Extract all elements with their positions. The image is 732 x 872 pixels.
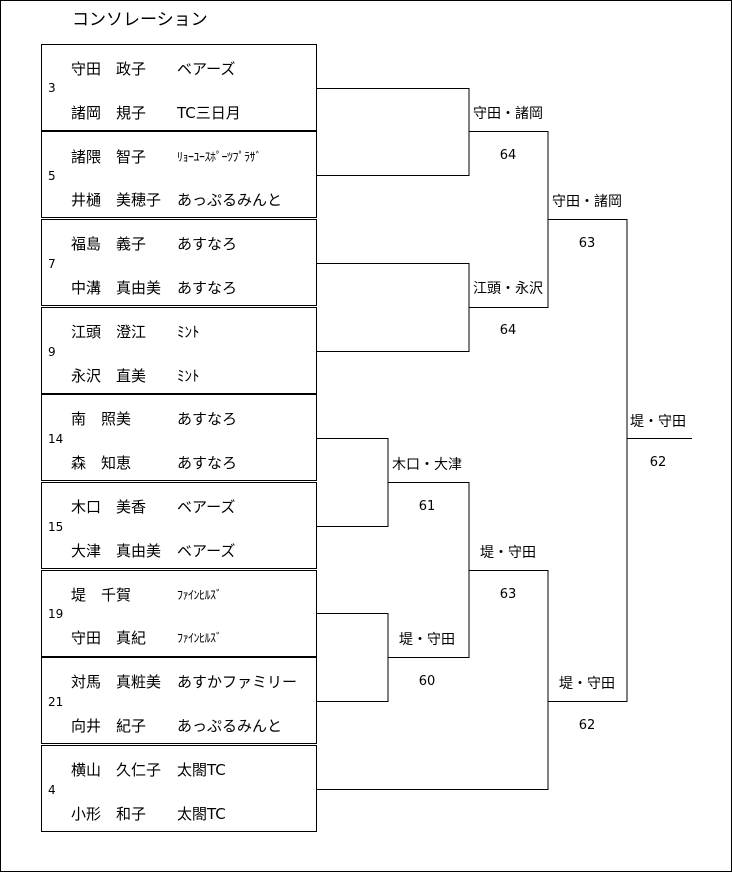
match-winner: 守田・諸岡 — [473, 106, 543, 122]
seed-number: 21 — [48, 695, 64, 709]
player-name: 福島 義子 — [71, 235, 147, 253]
player-name: 南 照美 — [71, 410, 132, 428]
seed-number: 5 — [48, 169, 56, 183]
match-score: 63 — [499, 587, 517, 602]
player-club: ﾐﾝﾄ — [177, 323, 200, 341]
player-club: あっぷるみんと — [177, 191, 283, 209]
player-name: 井樋 美穂子 — [71, 191, 162, 209]
player-club: ベアーズ — [177, 542, 236, 560]
player-name: 向井 紀子 — [71, 717, 147, 735]
seed-number: 15 — [48, 520, 64, 534]
player-club: あすなろ — [177, 279, 238, 297]
match-winner: 堤・守田 — [480, 545, 536, 561]
player-club: あすかファミリー — [177, 673, 298, 691]
player-club: TC三日月 — [177, 104, 241, 122]
final-score: 62 — [649, 455, 667, 470]
player-name: 木口 美香 — [71, 498, 147, 516]
match-winner: 木口・大津 — [392, 457, 462, 473]
player-name: 対馬 真粧美 — [71, 673, 162, 691]
player-name: 小形 和子 — [71, 805, 147, 823]
player-name: 守田 真紀 — [71, 629, 147, 647]
team-box — [41, 307, 317, 394]
match-score: 61 — [418, 499, 436, 514]
match-score: 62 — [578, 718, 596, 733]
player-name: 横山 久仁子 — [71, 761, 162, 779]
team-box — [41, 570, 317, 657]
team-box — [41, 657, 317, 744]
player-name: 大津 真由美 — [71, 542, 162, 560]
player-name: 江頭 澄江 — [71, 323, 147, 341]
team-box — [41, 44, 317, 131]
player-club: ﾌｧｲﾝﾋﾙｽﾞ — [177, 631, 222, 645]
match-score: 60 — [418, 674, 436, 689]
match-winner: 江頭・永沢 — [473, 281, 543, 297]
player-club: ベアーズ — [177, 498, 236, 516]
team-box — [41, 482, 317, 569]
champion-name: 堤・守田 — [630, 414, 686, 430]
team-box — [41, 219, 317, 306]
player-club: 太閤TC — [177, 761, 226, 779]
team-box — [41, 394, 317, 481]
team-box — [41, 131, 317, 218]
player-club: あすなろ — [177, 235, 238, 253]
seed-number: 4 — [48, 783, 56, 797]
player-name: 諸岡 規子 — [71, 104, 147, 122]
player-club: ﾌｧｲﾝﾋﾙｽﾞ — [177, 588, 222, 602]
player-club: ベアーズ — [177, 60, 236, 78]
seed-number: 14 — [48, 432, 64, 446]
player-name: 中溝 真由美 — [71, 279, 162, 297]
player-name: 守田 政子 — [71, 60, 147, 78]
page-title: コンソレーション — [72, 10, 208, 30]
match-score: 64 — [499, 323, 517, 338]
match-winner: 堤・守田 — [559, 676, 615, 692]
player-name: 堤 千賀 — [71, 586, 132, 604]
player-club: あっぷるみんと — [177, 717, 283, 735]
match-score: 63 — [578, 236, 596, 251]
player-club: あすなろ — [177, 410, 238, 428]
match-winner: 堤・守田 — [399, 632, 455, 648]
player-club: 太閤TC — [177, 805, 226, 823]
seed-number: 19 — [48, 607, 64, 621]
player-name: 諸隈 智子 — [71, 148, 147, 166]
player-club: ﾘｮｰﾕｰｽﾎﾟｰﾂﾌﾟﾗｻﾞ — [177, 150, 262, 164]
player-name: 永沢 直美 — [71, 367, 147, 385]
player-club: あすなろ — [177, 454, 238, 472]
match-score: 64 — [499, 148, 517, 163]
player-club: ﾐﾝﾄ — [177, 367, 200, 385]
seed-number: 7 — [48, 257, 56, 271]
player-name: 森 知恵 — [71, 454, 132, 472]
match-winner: 守田・諸岡 — [552, 194, 622, 210]
seed-number: 9 — [48, 345, 56, 359]
team-box — [41, 745, 317, 832]
seed-number: 3 — [48, 81, 56, 95]
